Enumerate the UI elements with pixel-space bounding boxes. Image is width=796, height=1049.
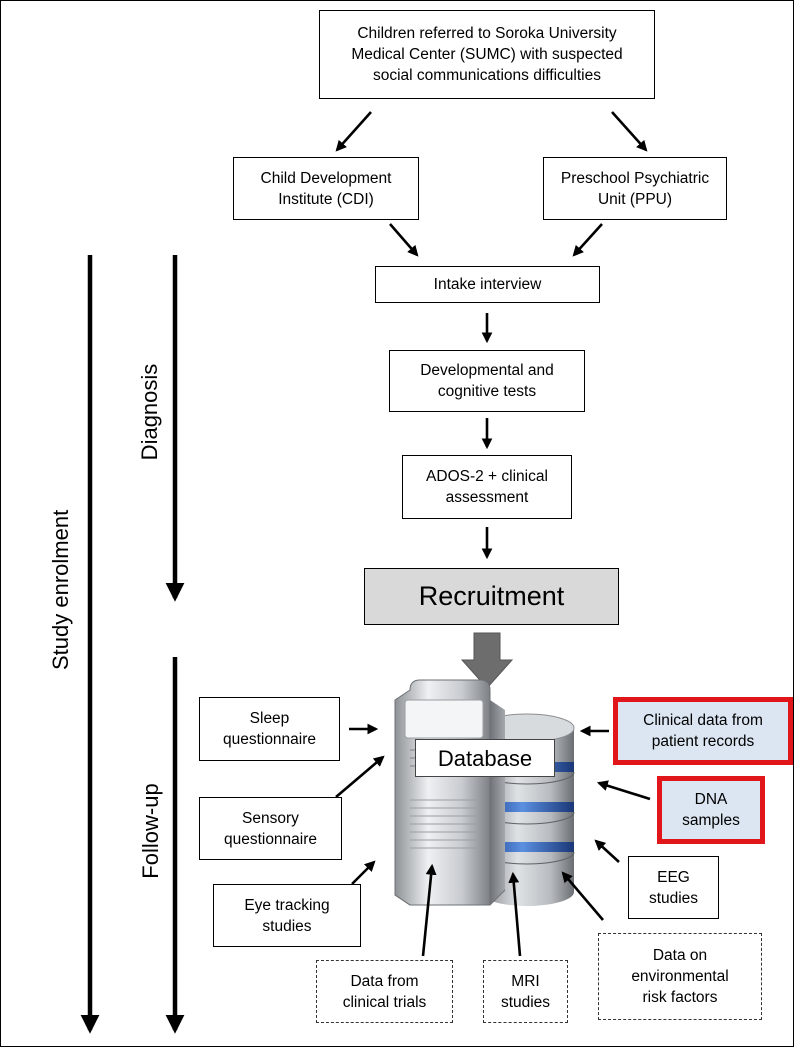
ados-box: ADOS-2 + clinical assessment [402,455,572,519]
environmental-risk-box: Data on environmental risk factors [598,933,762,1020]
arrow-recruitment-to-database [460,632,514,689]
arrow-sensory-to-database [335,755,385,798]
ppu-box: Preschool Psychiatric Unit (PPU) [543,157,727,220]
arrow-mri-to-database [508,871,522,957]
sleep-questionnaire-box: Sleep questionnaire [199,697,340,761]
developmental-tests-box: Developmental and cognitive tests [389,350,585,412]
eeg-studies-box: EEG studies [628,856,719,919]
follow-up-label: Follow-up [138,783,163,879]
arrow-referral-to-ppu [611,111,648,152]
arrow-eeg-to-database [594,839,620,863]
database-label: Database [415,739,555,777]
eye-tracking-box: Eye tracking studies [213,884,361,947]
arrow-ppu-to-intake [572,223,603,257]
dna-samples-box: DNA samples [657,776,765,844]
diagnosis-label: Diagnosis [137,363,162,461]
study-enrolment-label: Study enrolment [48,509,73,670]
arrow-referral-to-cdi [335,111,372,152]
clinical-records-box: Clinical data from patient records [613,697,793,765]
intake-box: Intake interview [375,266,600,303]
database-illustration [394,679,575,906]
mri-studies-box: MRI studies [483,960,568,1023]
arrow-trials-to-database [421,863,437,957]
referral-box: Children referred to Soroka University M… [319,10,655,99]
arrow-environmental-to-database [561,871,604,921]
cdi-box: Child Development Institute (CDI) [233,157,419,220]
clinical-trials-box: Data from clinical trials [316,960,453,1023]
sensory-questionnaire-box: Sensory questionnaire [199,797,342,860]
recruitment-box: Recruitment [364,568,619,625]
arrow-eye-to-database [351,860,376,885]
arrow-dna-to-database [596,780,651,801]
arrow-cdi-to-intake [389,223,419,257]
